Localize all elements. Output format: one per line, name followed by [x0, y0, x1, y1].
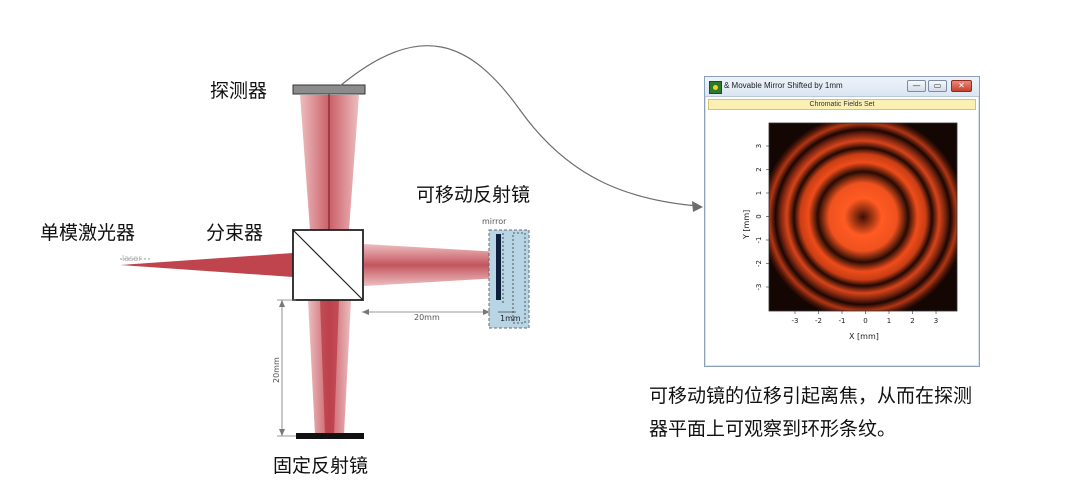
x-tick-label: 1 — [887, 317, 891, 325]
plot-mask-right — [957, 123, 971, 311]
movable-mirror-label: 可移动反射镜 — [416, 184, 531, 206]
laser-label: 单模激光器 — [40, 222, 136, 244]
dimension-arrow-bottom — [279, 429, 285, 436]
x-tick-label: -2 — [815, 317, 822, 325]
movable-mirror-shifted-outline — [512, 232, 526, 324]
close-button[interactable]: ✕ — [951, 80, 972, 92]
dimension-arrow-top — [279, 300, 285, 307]
fringe-plot: -3 -2 -1 0 1 2 3 3 2 1 0 -1 -2 -3 — [755, 111, 971, 325]
x-tick-label: 0 — [863, 317, 867, 325]
plot-frame — [768, 122, 958, 312]
detector-label: 探测器 — [210, 80, 268, 102]
movable-mirror-beam — [364, 244, 500, 286]
caption-line-1: 可移动镜的位移引起离焦，从而在探测 — [649, 385, 973, 407]
simulation-window: & Movable Mirror Shifted by 1mm — ▭ ✕ Ch… — [704, 76, 980, 367]
fixed-mirror — [296, 433, 364, 439]
y-tick-label: -2 — [755, 260, 763, 267]
maximize-button[interactable]: ▭ — [928, 80, 947, 92]
laser-beam — [120, 253, 293, 277]
mirror-shift-label: 1mm — [500, 314, 521, 323]
window-title: & Movable Mirror Shifted by 1mm — [724, 81, 843, 90]
movable-mirror — [496, 234, 501, 300]
connector-arrowhead — [692, 201, 703, 212]
caption-line-2: 器平面上可观察到环形条纹。 — [649, 418, 897, 440]
minimize-button[interactable]: — — [907, 80, 926, 92]
dimension-arrow-right — [483, 309, 490, 315]
plot-mask-top — [757, 111, 969, 123]
y-tick-label: 1 — [755, 191, 763, 195]
window-titlebar[interactable]: & Movable Mirror Shifted by 1mm — ▭ ✕ — [705, 77, 979, 97]
y-axis-label: Y [mm] — [742, 209, 751, 239]
y-tick-label: -3 — [755, 284, 763, 291]
dimension-arrow-left — [362, 309, 369, 315]
axis-ticks: -3 -2 -1 0 1 2 3 3 2 1 0 -1 -2 -3 — [755, 144, 938, 325]
y-tick-label: 3 — [755, 144, 763, 148]
arm-length-vertical-label: 20mm — [272, 357, 281, 383]
window-subtitle: Chromatic Fields Set — [708, 99, 976, 110]
laser-tag: laser — [122, 254, 142, 263]
x-tick-label: -1 — [839, 317, 846, 325]
connector-curve — [339, 45, 699, 207]
y-tick-label: 0 — [755, 214, 763, 218]
fixed-mirror-label: 固定反射镜 — [273, 455, 369, 477]
detector-plate — [292, 84, 366, 95]
x-tick-label: 2 — [910, 317, 914, 325]
splitter-label: 分束器 — [206, 222, 264, 244]
arm-length-horizontal-label: 20mm — [414, 313, 440, 322]
plot-mask-bottom — [757, 311, 969, 325]
fixed-mirror-beam-core — [320, 300, 339, 435]
plot-mask-left — [757, 123, 769, 311]
y-tick-label: 2 — [755, 167, 763, 171]
app-icon — [709, 81, 722, 94]
y-tick-label: -1 — [755, 237, 763, 244]
figure-caption: 可移动镜的位移引起离焦，从而在探测 器平面上可观察到环形条纹。 — [649, 380, 1049, 446]
beam-splitter-diagonal — [292, 229, 364, 301]
x-tick-label: -3 — [792, 317, 799, 325]
mirror-tag: mirror — [482, 217, 507, 226]
x-tick-label: 3 — [934, 317, 938, 325]
fringe-pattern — [760, 114, 966, 320]
x-axis-label: X [mm] — [849, 332, 879, 341]
